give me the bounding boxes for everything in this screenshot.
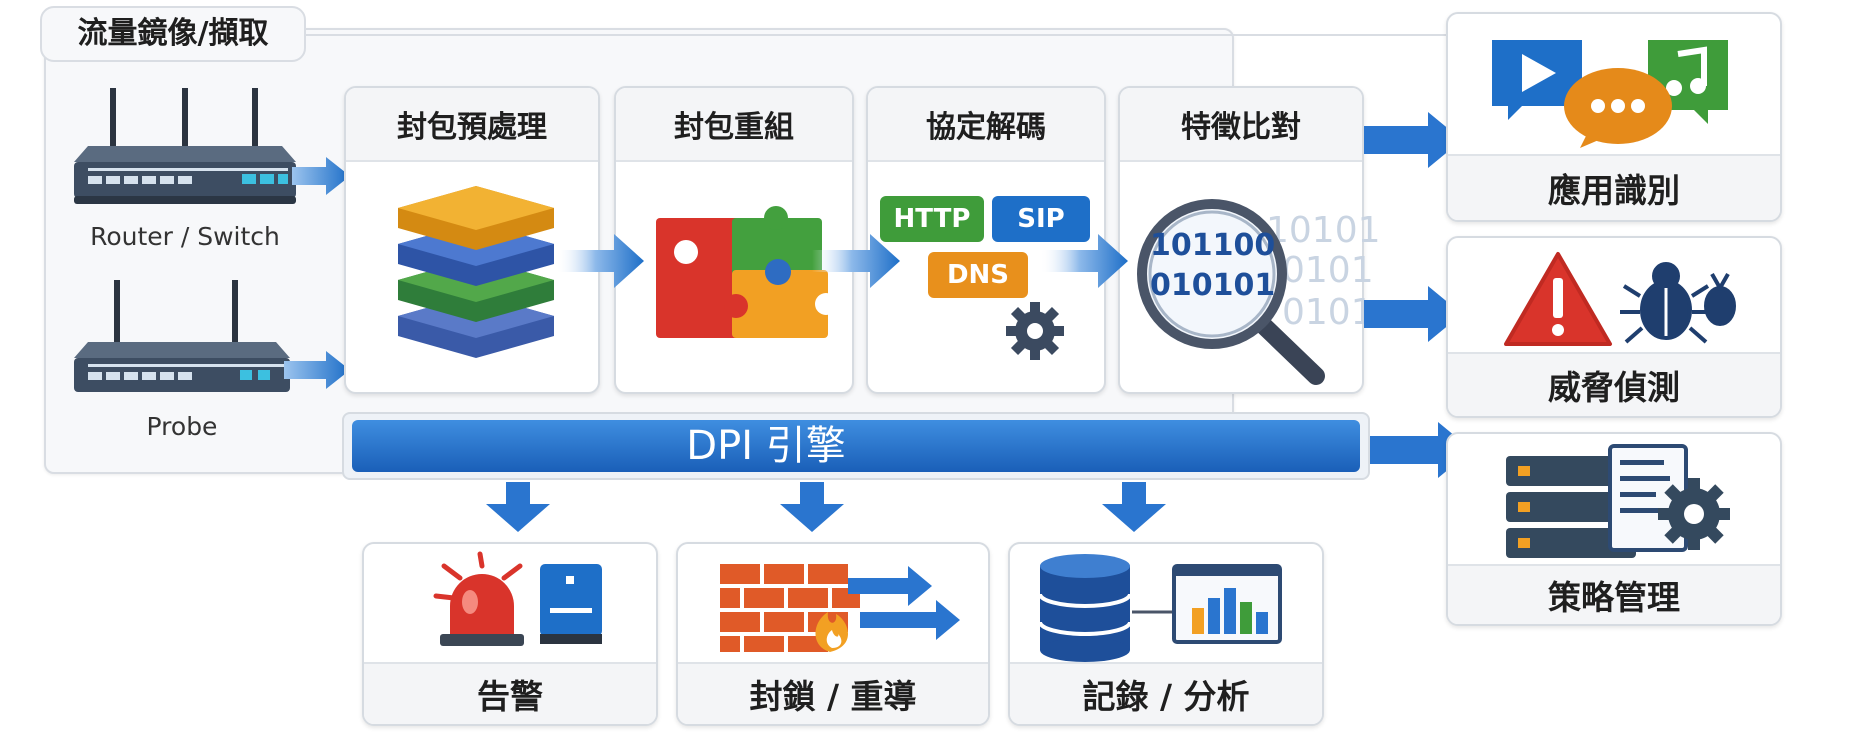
stage-title: 協定解碼 [868, 88, 1104, 162]
binary-bg-line: 10101 [1266, 210, 1381, 251]
probe-icon [74, 280, 290, 392]
alert-label: 告警 [364, 662, 656, 724]
binary-bg-line: 0101 [1282, 292, 1374, 333]
arrow-to-log [1102, 482, 1166, 532]
policy-management-label: 策略管理 [1448, 564, 1780, 624]
protocol-tag-sip: SIP [992, 196, 1090, 242]
threat-detection-label: 威脅偵測 [1448, 352, 1780, 416]
arrow-to-alert [486, 482, 550, 532]
layer-stack-icon [398, 186, 554, 358]
app-recognition-label: 應用識別 [1448, 154, 1780, 220]
router-icon [74, 88, 296, 204]
capture-title-line [306, 34, 1448, 36]
probe-label: Probe [146, 412, 218, 441]
protocol-tag-dns: DNS [928, 252, 1028, 298]
binary-bg-line: 0101 [1282, 250, 1374, 291]
arrow-to-block [780, 482, 844, 532]
gear-icon [1006, 302, 1064, 360]
capture-title-tab [40, 6, 306, 62]
stage-title: 封包預處理 [346, 88, 598, 162]
alarm-siren-icon [433, 551, 602, 646]
magnifier-icon [1137, 199, 1325, 385]
arrow-stage3-to-stage4 [1040, 234, 1128, 288]
block-redirect-label: 封鎖 / 重導 [678, 662, 988, 724]
capture-title: 流量鏡像/擷取 [77, 16, 269, 51]
dpi-engine-label: DPI 引擎 [686, 423, 846, 469]
binary-line: 101100 [1150, 228, 1276, 263]
puzzle-icon [656, 206, 837, 338]
app-media-icon [1492, 40, 1728, 148]
policy-server-icon [1506, 444, 1730, 558]
threat-detection-card: 威脅偵測 [1446, 236, 1782, 418]
threat-bug-icon [1504, 252, 1736, 346]
arrow-to-app-recognition [1364, 112, 1462, 168]
arrow-to-threat-detection [1364, 286, 1462, 342]
firewall-icon [720, 564, 960, 652]
database-icon [1038, 554, 1282, 662]
arrow-probe-to-pipeline [284, 351, 350, 389]
protocol-tags-icon: HTTP SIP DNS [880, 196, 1090, 366]
protocol-tag-http: HTTP [880, 196, 984, 242]
binary-line: 010101 [1150, 268, 1276, 303]
stage-title: 特徵比對 [1120, 88, 1362, 162]
log-analysis-label: 記錄 / 分析 [1010, 662, 1322, 724]
stage-title: 封包重組 [616, 88, 852, 162]
dpi-engine-bar [352, 420, 1360, 472]
arrow-stage1-to-stage2 [556, 234, 644, 288]
router-label: Router / Switch [90, 222, 280, 251]
arrow-stage2-to-stage3 [812, 234, 900, 288]
arrow-router-to-pipeline [292, 157, 350, 195]
